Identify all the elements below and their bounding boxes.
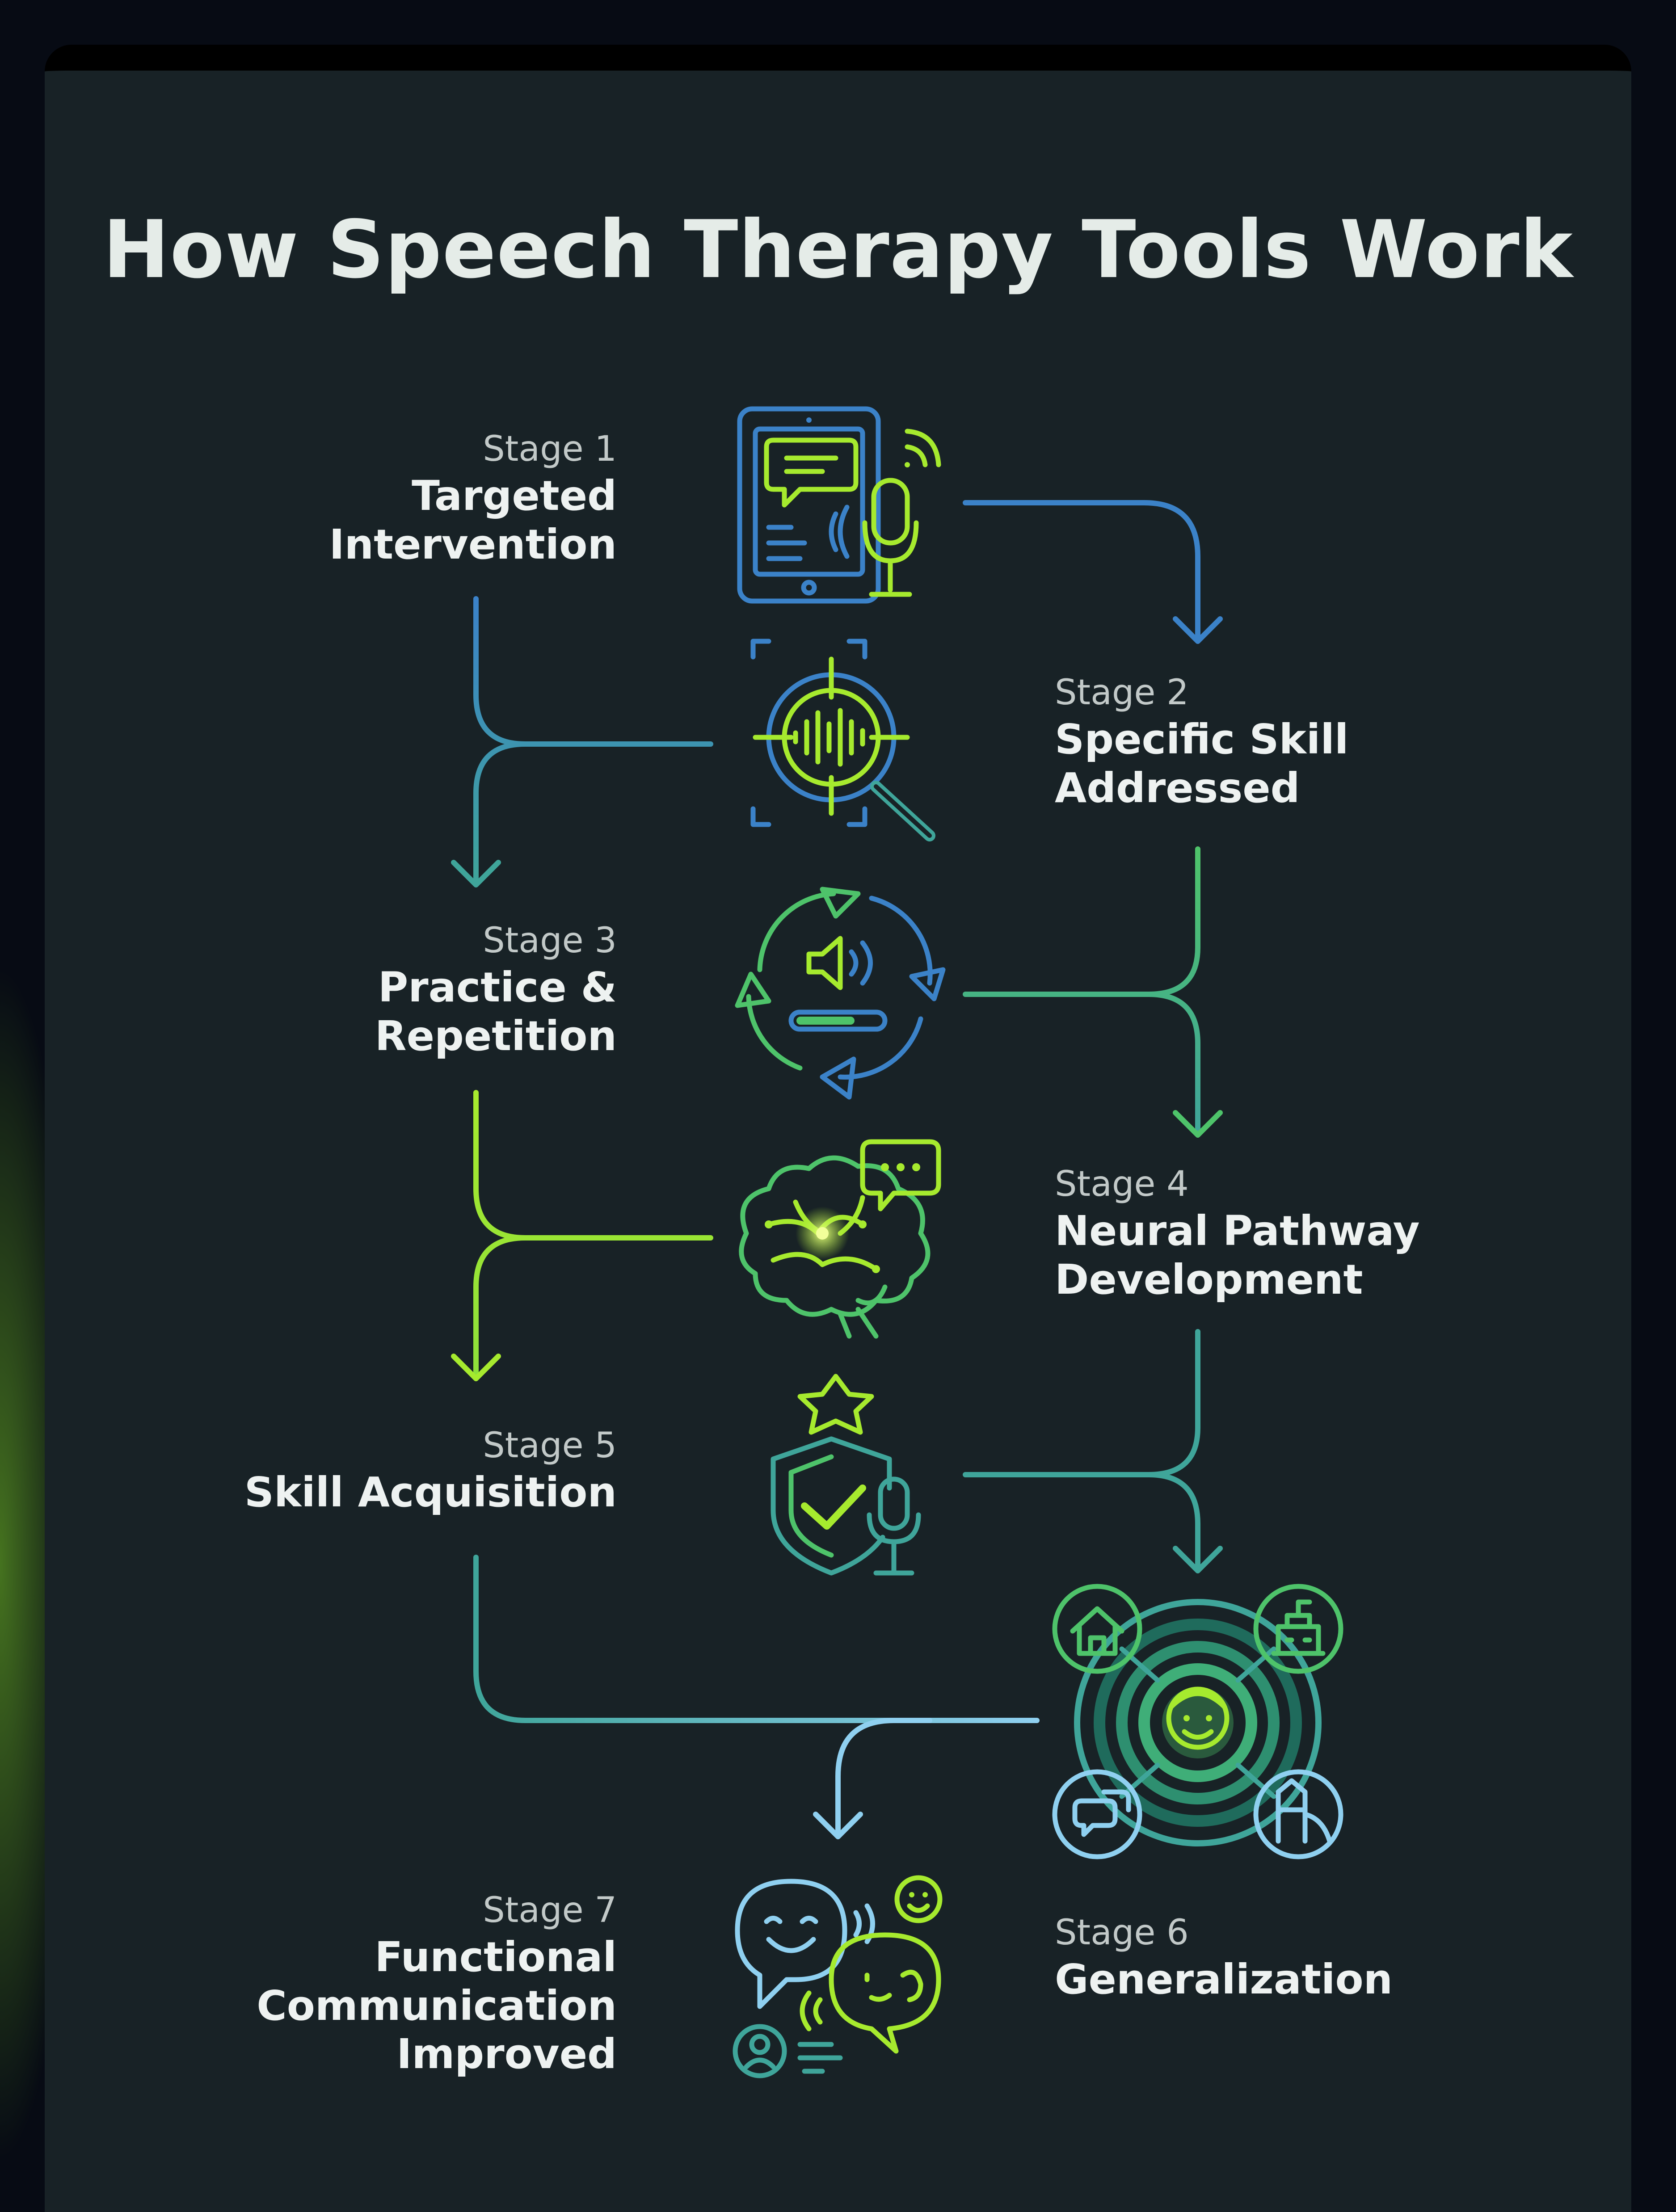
page-title: How Speech Therapy Tools Work bbox=[103, 203, 1573, 296]
stage-6-name: Generalization bbox=[1055, 1955, 1393, 2004]
stage-6-label: Stage 6 Generalization bbox=[1055, 1910, 1546, 2004]
person-environments-icon bbox=[1052, 1584, 1343, 1859]
arrowhead-stage-5 bbox=[451, 1354, 501, 1381]
stage-2-name: Specific Skill Addressed bbox=[1055, 715, 1349, 812]
arrowhead-stage-2 bbox=[1173, 616, 1223, 644]
arrowhead-stage-3 bbox=[451, 860, 501, 887]
stage-1-label: Stage 1 Targeted Intervention bbox=[125, 427, 617, 569]
connector-6-7 bbox=[473, 1555, 1040, 1723]
tablet-microphone-icon bbox=[737, 406, 941, 604]
shield-check-microphone-icon bbox=[771, 1374, 921, 1576]
connector-4-5 bbox=[473, 1090, 713, 1379]
stage-7-label: Stage 7 Functional Communication Improve… bbox=[125, 1888, 617, 2079]
connector-3-4 bbox=[963, 846, 1200, 1133]
stage-6-number: Stage 6 bbox=[1055, 1913, 1189, 1953]
stage-4-number: Stage 4 bbox=[1055, 1164, 1189, 1204]
conversation-faces-icon bbox=[733, 1875, 943, 2078]
stage-2-number: Stage 2 bbox=[1055, 673, 1189, 713]
stage-4-label: Stage 4 Neural Pathway Development bbox=[1055, 1162, 1546, 1304]
infographic-card bbox=[45, 45, 1631, 2212]
stage-3-name: Practice & Repetition bbox=[375, 963, 617, 1060]
stage-1-number: Stage 1 bbox=[483, 429, 617, 469]
connector-5-6 bbox=[963, 1329, 1200, 1569]
brain-speech-bubble-icon bbox=[739, 1139, 941, 1339]
arrowhead-stage-7 bbox=[813, 1812, 863, 1839]
soundwave-magnifier-icon bbox=[750, 639, 935, 841]
stage-5-label: Stage 5 Skill Acquisition bbox=[125, 1423, 617, 1517]
connector-6-7-drop bbox=[835, 1718, 932, 1835]
stage-3-number: Stage 3 bbox=[483, 921, 617, 961]
stage-3-label: Stage 3 Practice & Repetition bbox=[125, 918, 617, 1060]
connector-2-3 bbox=[473, 596, 713, 885]
arrowhead-stage-6 bbox=[1173, 1546, 1223, 1573]
stage-5-number: Stage 5 bbox=[483, 1426, 617, 1466]
stage-7-number: Stage 7 bbox=[483, 1890, 617, 1930]
stage-1-name: Targeted Intervention bbox=[329, 472, 617, 568]
stage-4-name: Neural Pathway Development bbox=[1055, 1207, 1420, 1304]
stage-2-label: Stage 2 Specific Skill Addressed bbox=[1055, 670, 1546, 812]
stage-5-name: Skill Acquisition bbox=[244, 1468, 617, 1517]
repeat-speaker-icon bbox=[735, 887, 946, 1100]
arrowhead-stage-4 bbox=[1173, 1110, 1223, 1138]
stage-7-name: Functional Communication Improved bbox=[257, 1933, 617, 2078]
connector-1-2 bbox=[963, 500, 1200, 639]
